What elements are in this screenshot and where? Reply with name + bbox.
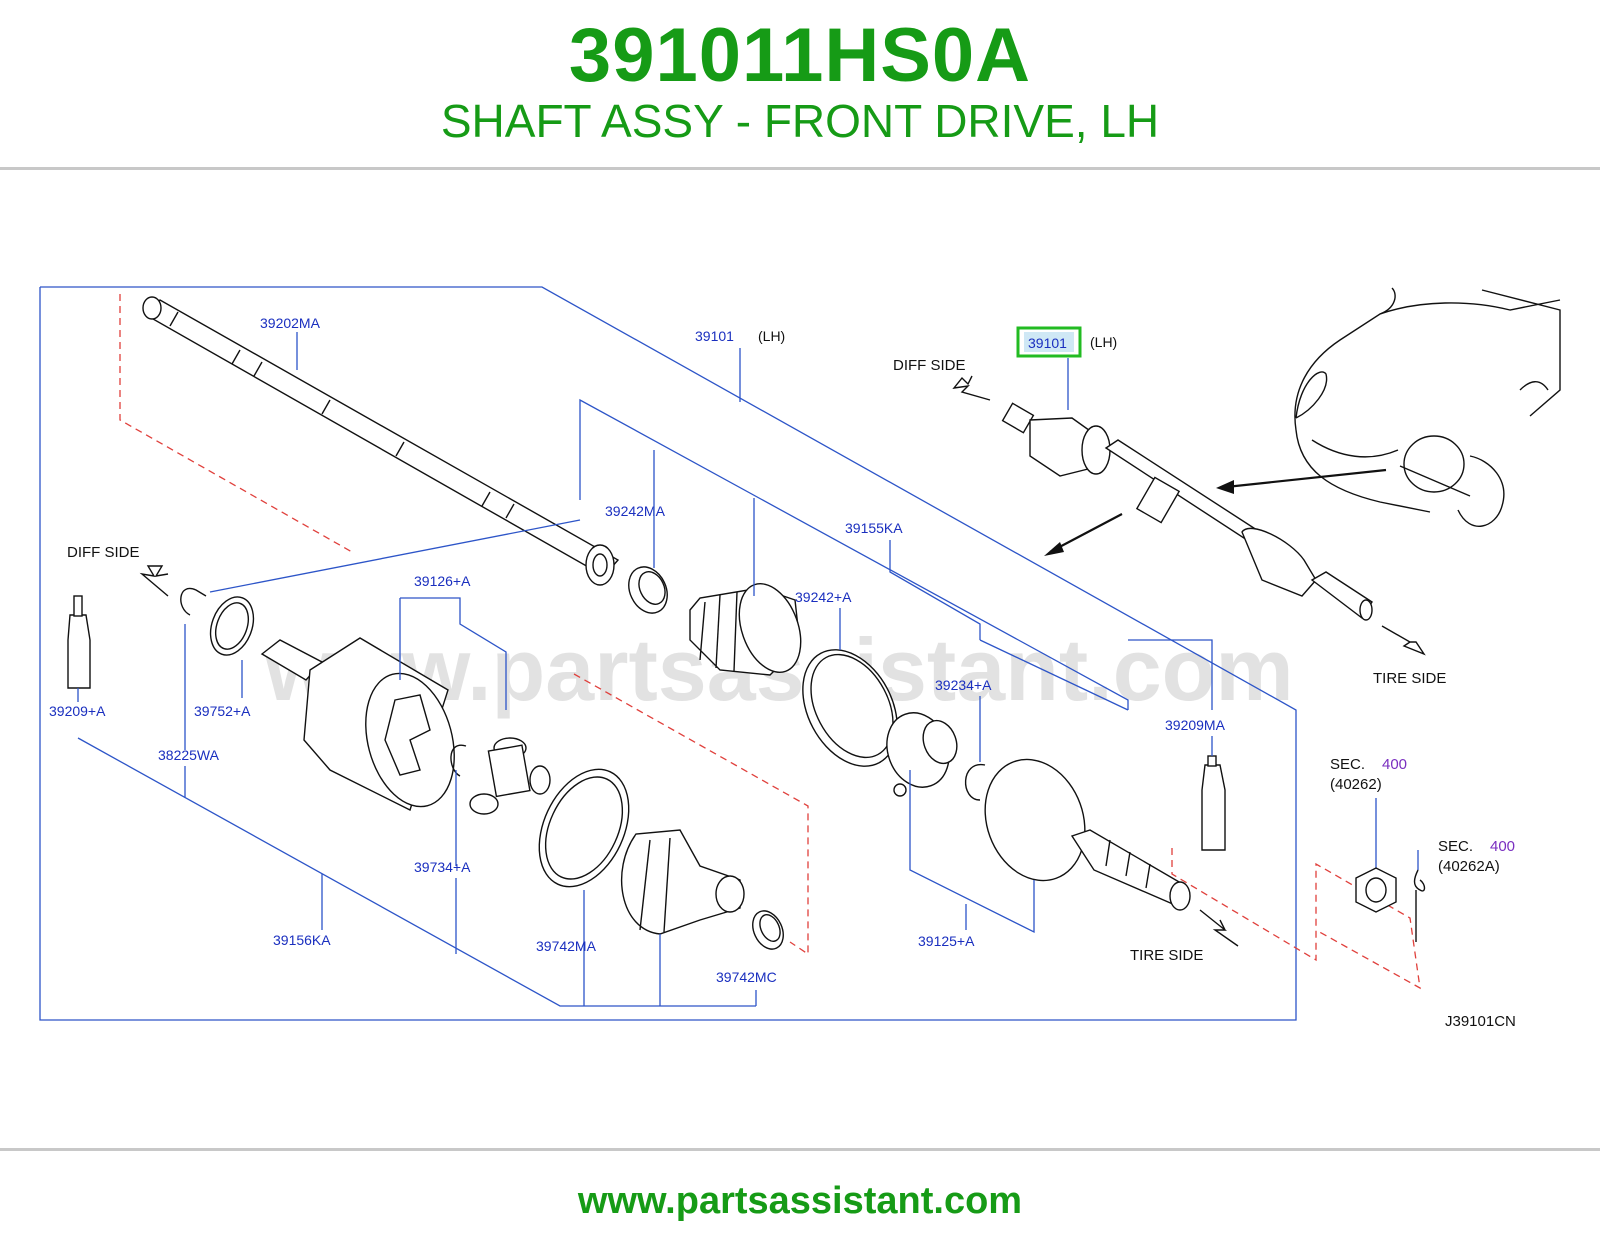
diagram-code: J39101CN: [1445, 1013, 1516, 1030]
label-39742MC[interactable]: 39742MC: [716, 969, 777, 985]
boot-group-bracket: [579, 398, 1129, 710]
label-39242MA[interactable]: 39242MA: [605, 503, 666, 519]
label-39155KA[interactable]: 39155KA: [845, 520, 903, 536]
bracket-39126A: [400, 597, 507, 710]
ring-39752A-part[interactable]: [203, 591, 261, 661]
label-39101-side: (LH): [758, 328, 785, 344]
hub-leader-dash: [1171, 848, 1421, 990]
highlight-fill-39101: [1024, 332, 1074, 352]
part-name-subtitle: SHAFT ASSY - FRONT DRIVE, LH: [440, 95, 1160, 147]
header-divider: [0, 167, 1600, 170]
label-diff-side-right: DIFF SIDE: [893, 357, 966, 374]
bracket-39209MA: [1128, 639, 1213, 710]
band-39742MA-part[interactable]: [522, 755, 647, 901]
sec-400-b-ref: (40262A): [1438, 858, 1500, 875]
diff-side-arrow-right: [952, 375, 991, 401]
label-39209A[interactable]: 39209+A: [49, 703, 106, 719]
arrow-from-car: [1225, 468, 1387, 489]
label-39101-highlighted-side: (LH): [1090, 334, 1117, 350]
housing-39126A-part[interactable]: [260, 637, 468, 817]
label-tire-side-right: TIRE SIDE: [1373, 670, 1446, 687]
label-39742MA[interactable]: 39742MA: [536, 938, 597, 954]
bracket-39156KA: [77, 737, 756, 1007]
grease-39209MA-part[interactable]: [1201, 755, 1226, 851]
tire-side-arrow-right: [1381, 625, 1426, 656]
tire-side-arrow-center: [1199, 909, 1239, 947]
arrow-to-exploded: [1049, 513, 1123, 553]
label-39126A[interactable]: 39126+A: [414, 573, 471, 589]
page-header: 391011HS0A SHAFT ASSY - FRONT DRIVE, LH: [0, 0, 1600, 168]
diagram-svg: www.partsassistant.com 39202MA 39101 (LH…: [39, 286, 1561, 1030]
assembly-boundary: [39, 286, 1297, 1021]
label-39101[interactable]: 39101: [695, 328, 734, 344]
label-39734A[interactable]: 39734+A: [414, 859, 471, 875]
label-38225WA[interactable]: 38225WA: [158, 747, 220, 763]
footer-site-url[interactable]: www.partsassistant.com: [577, 1180, 1023, 1222]
footer-divider: [0, 1148, 1600, 1151]
tripod-39234A-part[interactable]: [877, 704, 963, 797]
leader-to-ring: [209, 519, 581, 593]
sec-400-b-num[interactable]: 400: [1490, 838, 1515, 855]
snap-ring-left[interactable]: [180, 587, 207, 616]
label-39209MA[interactable]: 39209MA: [1165, 717, 1226, 733]
clamp-39242A-part[interactable]: [784, 634, 916, 783]
leader-39125A: [909, 770, 1035, 934]
label-tire-side-center: TIRE SIDE: [1130, 947, 1203, 964]
grease-39209A-part[interactable]: [67, 595, 91, 689]
snap-ring-right[interactable]: [964, 764, 986, 801]
outer-joint-39125A-part[interactable]: [969, 745, 1191, 911]
snap-ring-39734A[interactable]: [450, 744, 467, 777]
hub-nut-part[interactable]: [1355, 867, 1397, 913]
spider-part[interactable]: [469, 737, 551, 815]
clamp-39242MA-part[interactable]: [622, 561, 675, 620]
cotter-pin-part[interactable]: [1413, 869, 1426, 942]
highlight-box-39101: [1016, 326, 1082, 358]
label-39125A[interactable]: 39125+A: [918, 933, 975, 949]
diff-side-arrow-left: [139, 565, 169, 597]
sec-400-a-num[interactable]: 400: [1382, 756, 1407, 773]
car-location-sketch: [1294, 287, 1561, 527]
label-39234A[interactable]: 39234+A: [935, 677, 992, 693]
sec-400-b-prefix: SEC.: [1438, 838, 1473, 855]
boot-leader-dash: [573, 673, 809, 956]
clamp-39742MC-part[interactable]: [747, 906, 789, 954]
label-39242A[interactable]: 39242+A: [795, 589, 852, 605]
arrow-from-car-head: [1216, 480, 1234, 494]
leader-39155KA: [889, 540, 981, 640]
leader-39155KA-b: [979, 639, 1129, 711]
label-diff-side-left: DIFF SIDE: [67, 544, 140, 561]
label-39156KA[interactable]: 39156KA: [273, 932, 331, 948]
long-shaft-part[interactable]: [142, 296, 620, 586]
sec-400-a-ref: (40262): [1330, 776, 1382, 793]
label-39202MA[interactable]: 39202MA: [260, 315, 321, 331]
parts-diagram: www.partsassistant.com 39202MA 39101 (LH…: [0, 270, 1600, 1070]
part-number-title: 391011HS0A: [568, 13, 1032, 98]
label-39752A[interactable]: 39752+A: [194, 703, 251, 719]
label-39101-highlighted[interactable]: 39101: [1028, 335, 1067, 351]
shaft-leader-dash: [119, 294, 353, 553]
boot-lower-part[interactable]: [620, 829, 745, 935]
arrow-to-exploded-head: [1044, 542, 1064, 556]
assembled-shaft-39101[interactable]: [1001, 402, 1373, 621]
sec-400-a-prefix: SEC.: [1330, 756, 1365, 773]
